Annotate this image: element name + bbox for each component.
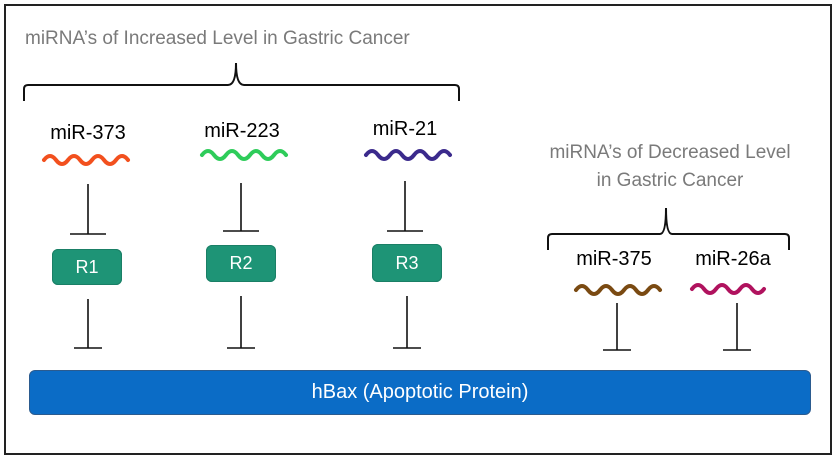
inhibit-receptor-to-hbax (74, 296, 421, 349)
mirna-label-mir-26a: miR-26a (695, 248, 771, 270)
hbax-protein-bar: hBax (Apoptotic Protein) (29, 370, 811, 415)
strand-mir-375 (574, 284, 662, 296)
strand-mir-21 (364, 149, 452, 161)
mirna-label-mir-223: miR-223 (204, 120, 280, 142)
receptor-r2: R2 (206, 245, 276, 282)
inhibit-decreased-to-hbax (603, 303, 751, 351)
inhibit-mirna-to-receptor (70, 181, 423, 235)
strand-mir-223 (200, 149, 288, 161)
strand-mir-26a (690, 283, 766, 295)
strand-mir-373 (42, 154, 130, 166)
mirna-label-mir-21: miR-21 (372, 118, 438, 140)
decreased-group-title-line2: in Gastric Cancer (596, 170, 744, 191)
increased-group-title: miRNA’s of Increased Level in Gastric Ca… (25, 28, 410, 49)
receptor-r1: R1 (52, 249, 122, 285)
decreased-group-title-line1: miRNA’s of Decreased Level (549, 142, 791, 163)
brace-increased (23, 62, 460, 101)
mirna-label-mir-373: miR-373 (50, 122, 126, 144)
mirna-label-mir-375: miR-375 (576, 248, 652, 270)
receptor-r3: R3 (372, 244, 442, 282)
brace-decreased (547, 207, 790, 250)
